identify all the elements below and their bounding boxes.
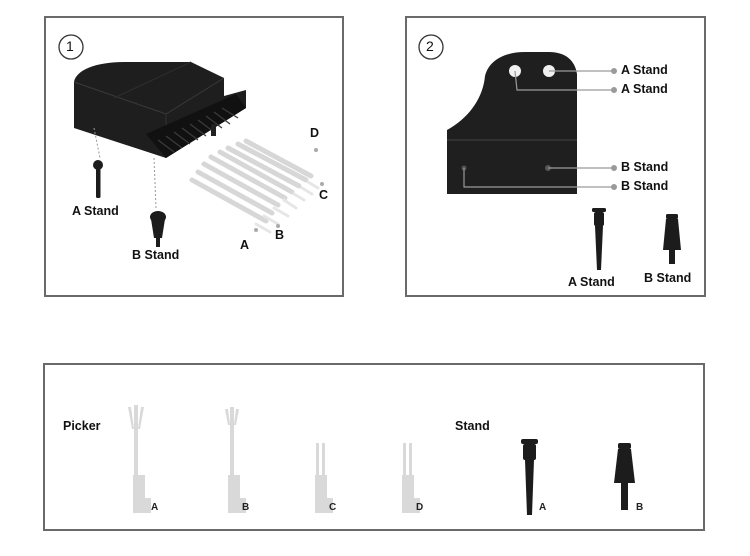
- stand-letter-a: A: [539, 502, 547, 513]
- picker-title: Picker: [63, 419, 101, 433]
- picker-letter-c: C: [329, 502, 337, 513]
- step-2-illustration: [418, 34, 681, 270]
- step-number: 1: [66, 38, 74, 54]
- step-2-panel: 2 A Stand A Stand B Stand B Stand A Stan…: [405, 16, 706, 297]
- stand-a-figure: [521, 439, 538, 515]
- a-stand-label: A Stand: [568, 275, 615, 289]
- parts-legend-panel: Picker Stand A B C D A B: [43, 363, 705, 531]
- picker-label-c: C: [319, 188, 329, 202]
- piano-bottom-view: [447, 52, 577, 194]
- step-number-circle: [58, 34, 84, 60]
- picker-d-figure: [402, 443, 420, 513]
- picker-letter-a: A: [151, 502, 159, 513]
- b-stand-figure: [663, 214, 681, 264]
- a-stand-figure: [592, 208, 606, 270]
- b-stand-figure: [150, 211, 166, 247]
- stand-title: Stand: [455, 419, 490, 433]
- b-stand-label: B Stand: [644, 271, 692, 285]
- piano-model: [73, 61, 246, 158]
- picker-label-a: A: [240, 238, 250, 252]
- step-number-circle: [418, 34, 444, 60]
- step-1-panel: 1 A Stand B Stand A B C D: [44, 16, 344, 297]
- picker-b-figure: [225, 407, 246, 513]
- step-1-illustration: [58, 34, 324, 247]
- a-stand-label: A Stand: [72, 204, 119, 218]
- parts-legend-illustration: [128, 405, 635, 515]
- picker-label-d: D: [310, 126, 320, 140]
- b-stand-label: B Stand: [132, 248, 180, 262]
- picker-letter-d: D: [416, 502, 424, 513]
- step-number: 2: [426, 38, 434, 54]
- picker-letter-b: B: [242, 502, 250, 513]
- picker-fan: [189, 138, 314, 224]
- callout-a-stand-2: A Stand: [621, 82, 668, 96]
- stand-b-figure: [614, 443, 635, 510]
- callout-b-stand-1: B Stand: [621, 160, 669, 174]
- stand-letter-b: B: [636, 502, 644, 513]
- picker-label-b: B: [275, 228, 285, 242]
- callout-b-stand-2: B Stand: [621, 179, 669, 193]
- a-stand-figure: [93, 160, 103, 198]
- picker-a-figure: [128, 405, 151, 513]
- picker-c-figure: [315, 443, 333, 513]
- callout-a-stand-1: A Stand: [621, 63, 668, 77]
